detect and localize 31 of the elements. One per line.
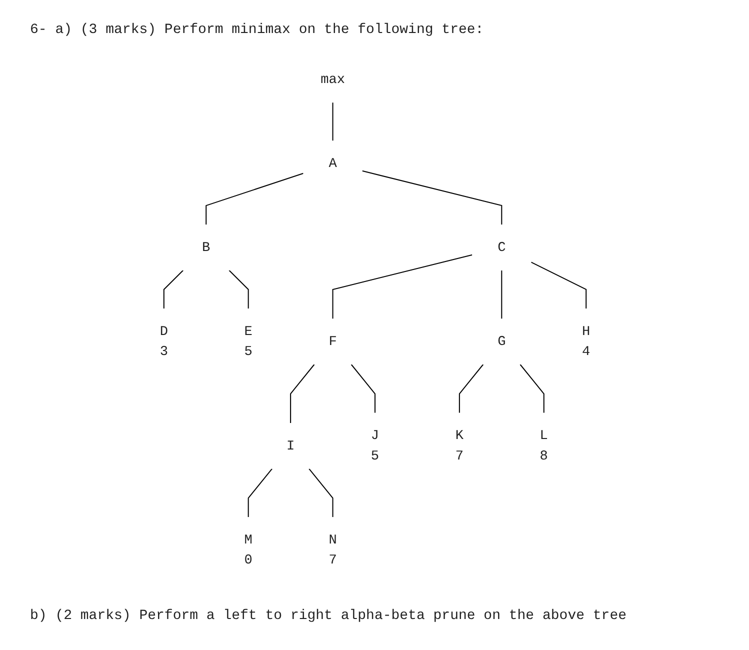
connector [308, 468, 334, 518]
node-text: M 0 [244, 532, 252, 568]
question-text: b) (2 marks) Perform a left to right alpha-beta prune on the above tree [30, 608, 626, 624]
connector [228, 270, 249, 309]
connector [362, 170, 502, 225]
node-text: A [328, 156, 337, 172]
node-text: E 5 [244, 324, 252, 360]
connector [206, 172, 304, 225]
connector [458, 364, 484, 413]
node-text: I [286, 438, 295, 454]
node-text: B [202, 240, 210, 256]
node-text: G [498, 334, 506, 350]
connector [350, 364, 376, 413]
node-text: D 3 [160, 324, 168, 360]
connector [332, 102, 334, 141]
connector [530, 262, 587, 309]
node-text: L 8 [540, 428, 548, 464]
node-text: J 5 [370, 428, 380, 464]
node-text: N 7 [328, 532, 337, 568]
connector [290, 364, 315, 423]
question-title: 6- a) (3 marks) Perform minimax on the following tree: [30, 22, 484, 38]
node-text: max [320, 72, 345, 88]
connector [520, 364, 544, 413]
node-text: K 7 [455, 428, 464, 464]
connector [163, 270, 184, 309]
connector [248, 468, 272, 518]
connector [501, 270, 502, 319]
node-text: C [498, 240, 506, 256]
node-text: H 4 [582, 324, 590, 360]
node-text: F [328, 334, 337, 350]
connector [332, 254, 472, 319]
